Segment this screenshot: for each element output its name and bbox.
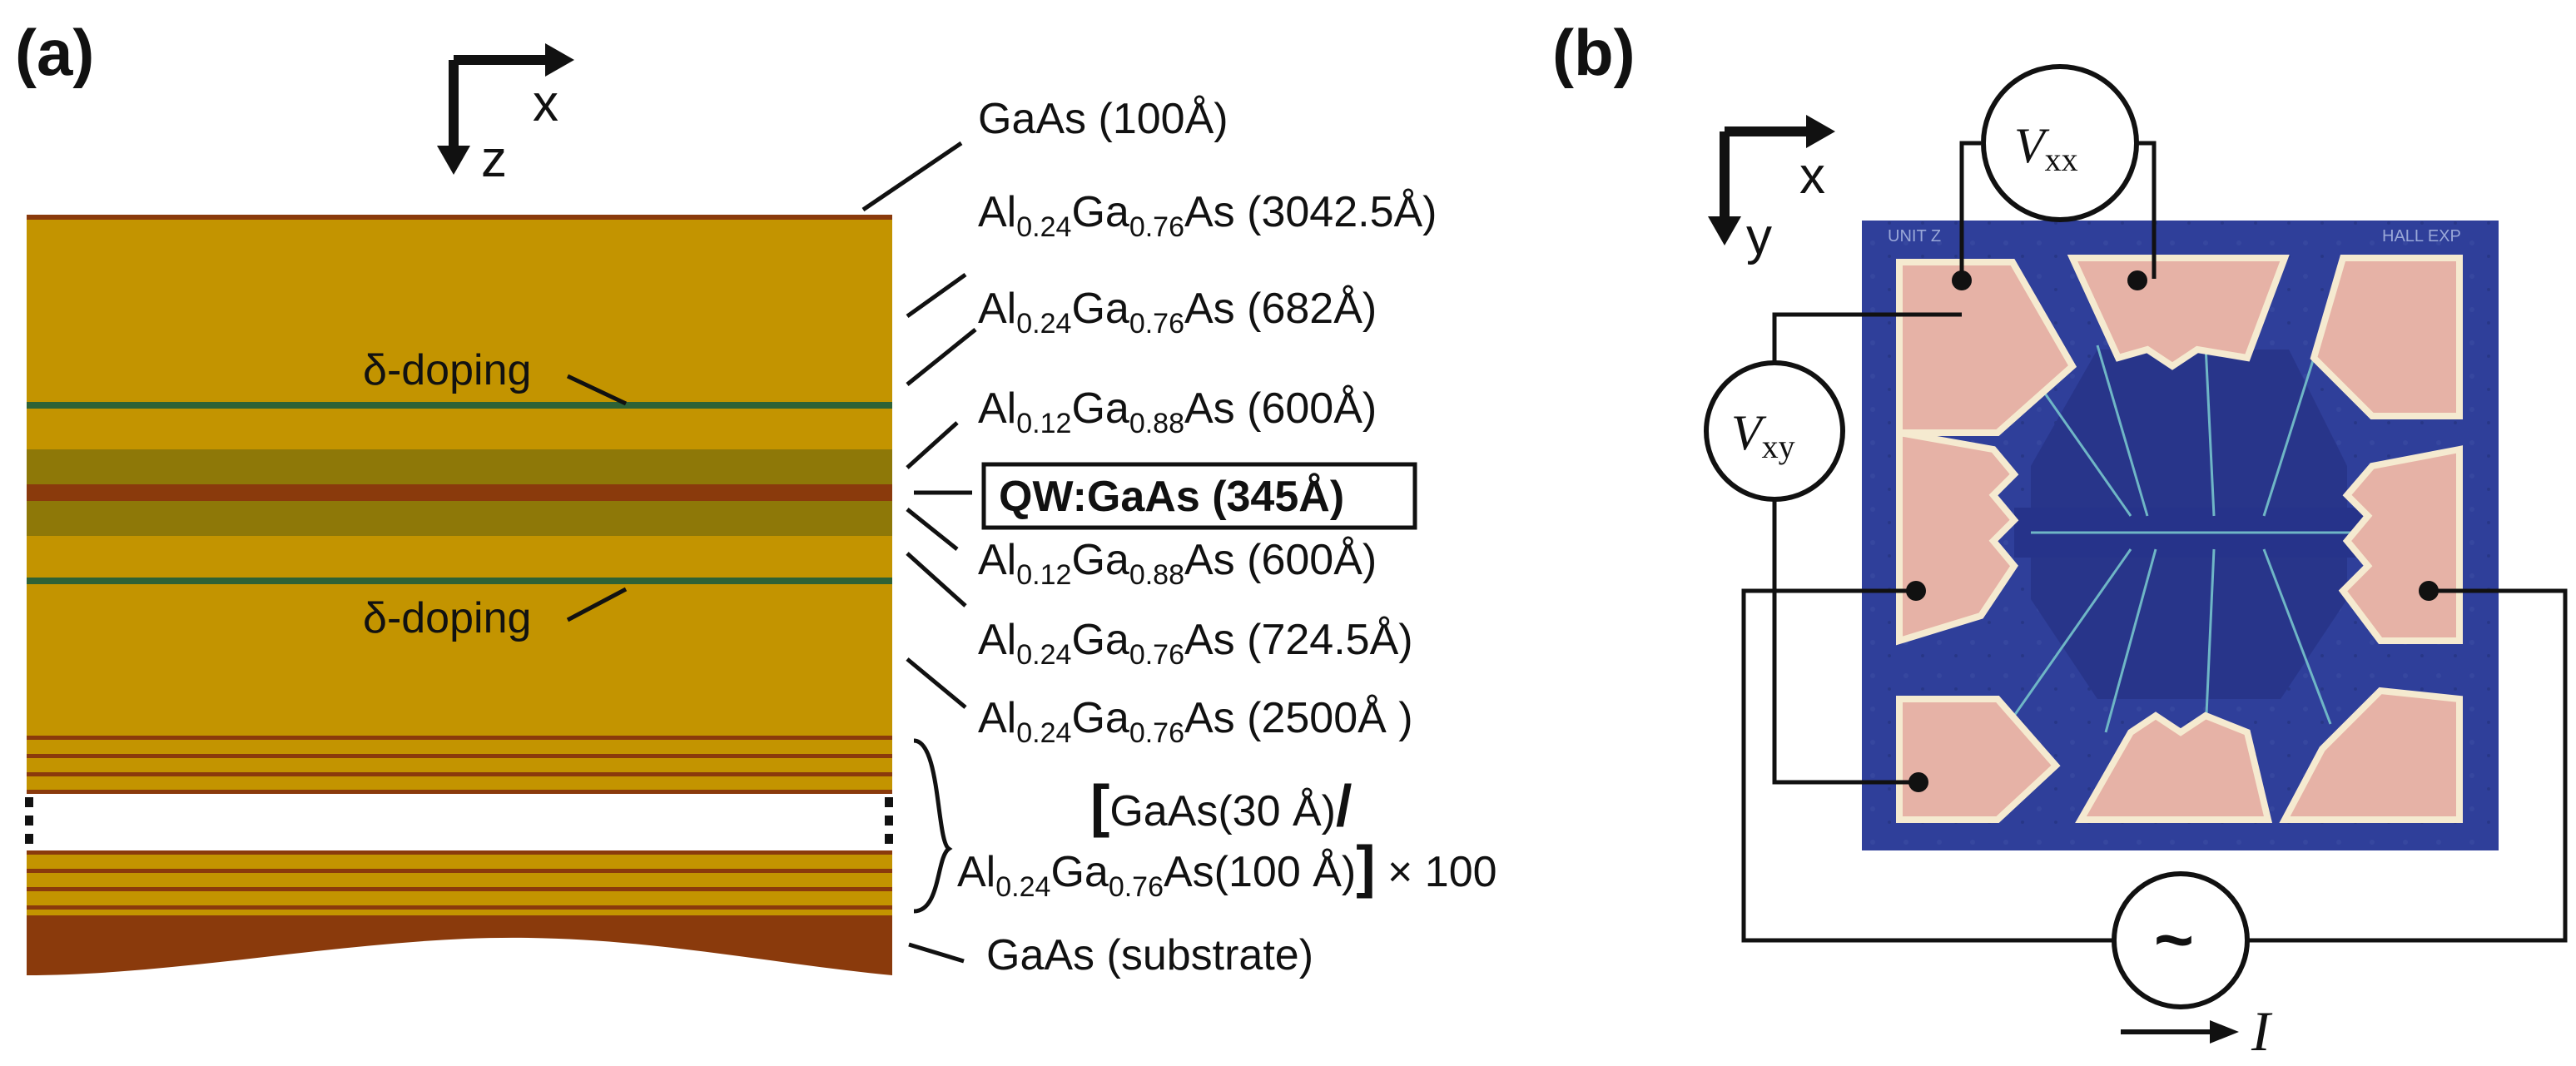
ac-source: ~	[2112, 871, 2250, 1009]
pad-middle-left	[1896, 429, 2019, 646]
svg-text:[GaAs(30 Å)/: [GaAs(30 Å)/	[1090, 773, 1352, 838]
svg-text:Vxx: Vxx	[2014, 118, 2078, 178]
panel-b: (b) x y UNIT Z HALL EXP	[1552, 16, 2568, 1063]
contact-dots	[1906, 270, 2439, 792]
delta-doping-label-bottom: δ-doping	[363, 594, 531, 642]
layer-gaas-cap	[27, 215, 892, 220]
current-label: I	[2251, 999, 2273, 1063]
z-arrowhead-icon	[437, 146, 470, 175]
x-arrowhead-icon	[1806, 115, 1835, 148]
leader-lines	[861, 141, 977, 964]
label-barrier-top: Al0.24Ga0.76As (3042.5Å)	[978, 188, 1437, 243]
superlattice-top	[27, 736, 892, 794]
label-quantum-well: QW:GaAs (345Å)	[999, 473, 1344, 521]
layer-barrier-bottom	[27, 536, 892, 736]
delta-doping-label-top: δ-doping	[363, 346, 531, 394]
y-arrowhead-icon	[1708, 216, 1741, 245]
superlattice-brace	[913, 738, 953, 914]
label-substrate: GaAs (substrate)	[986, 931, 1313, 979]
x-arrowhead-icon	[545, 43, 574, 77]
delta-doping-top	[27, 402, 892, 409]
axes-xy	[1708, 115, 1835, 245]
superlattice-bottom	[27, 850, 892, 915]
label-gaas-cap: GaAs (100Å)	[978, 95, 1228, 143]
svg-text:Al0.24Ga0.76As(100 Å)] × 100: Al0.24Ga0.76As(100 Å)] × 100	[957, 834, 1497, 903]
layer-barrier-top	[27, 220, 892, 449]
panel-a: (a) x z	[15, 16, 1497, 979]
axis-z-label: z	[481, 131, 507, 188]
pad-bottom-right	[2279, 687, 2463, 823]
layer-substrate	[27, 915, 892, 975]
label-spacer-top: Al0.12Ga0.88As (600Å)	[978, 384, 1377, 439]
hall-bar-chip: UNIT Z HALL EXP	[1862, 221, 2499, 850]
label-spacer-bottom: Al0.12Ga0.88As (600Å)	[978, 536, 1377, 591]
pad-middle-right	[2338, 445, 2463, 644]
ac-source-icon: ~	[2154, 902, 2194, 978]
chip-label-left: UNIT Z	[1888, 227, 1941, 245]
svg-text:Vxy: Vxy	[1731, 405, 1795, 465]
pad-top-right	[2310, 255, 2463, 419]
vxy-meter: Vxy	[1704, 360, 1845, 502]
superlattice-label: [GaAs(30 Å)/ Al0.24Ga0.76As(100 Å)] × 10…	[957, 773, 1497, 903]
panel-a-label: (a)	[15, 16, 94, 89]
pad-bottom-left	[1896, 696, 2061, 823]
layer-spacer-bottom	[27, 501, 892, 536]
axes-xz	[437, 43, 574, 175]
circuit-wires	[1741, 141, 2568, 943]
axis-x-label: x	[533, 75, 558, 132]
layer-spacer-top	[27, 449, 892, 484]
layer-stack	[25, 215, 893, 975]
layer-labels: GaAs (100Å) Al0.24Ga0.76As (3042.5Å) Al0…	[978, 95, 1437, 749]
current-arrowhead-icon	[2210, 1020, 2239, 1044]
delta-doping-bottom	[27, 578, 892, 584]
pad-bottom-middle	[2075, 711, 2273, 823]
label-barrier-doped-top: Al0.24Ga0.76As (682Å)	[978, 285, 1377, 340]
label-barrier-bottom: Al0.24Ga0.76As (2500Å )	[978, 694, 1413, 749]
layer-quantum-well	[27, 484, 892, 501]
pad-top-left	[1896, 259, 2077, 436]
pad-top-middle	[2067, 255, 2290, 370]
axis-y-label-b: y	[1746, 208, 1772, 265]
vxx-meter: Vxx	[1981, 64, 2139, 222]
qw-box	[981, 462, 1417, 530]
axis-x-label-b: x	[1799, 147, 1825, 205]
chip-label-right: HALL EXP	[2382, 227, 2461, 245]
label-barrier-doped-bottom: Al0.24Ga0.76As (724.5Å)	[978, 616, 1413, 671]
contact-pads	[1896, 255, 2463, 823]
panel-b-label: (b)	[1552, 16, 1635, 89]
